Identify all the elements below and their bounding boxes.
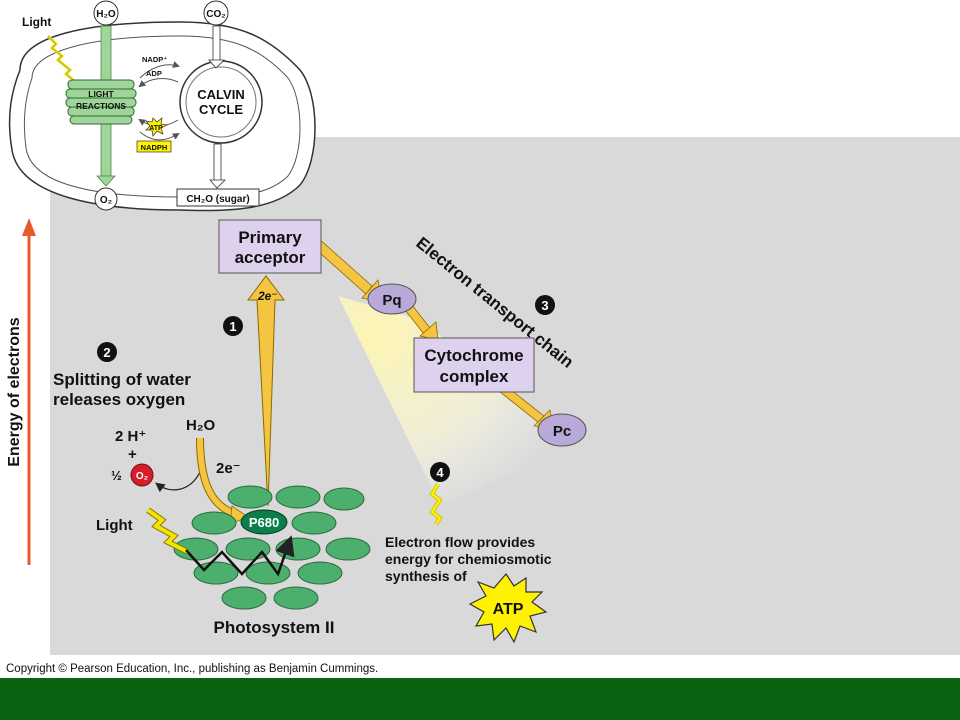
cytochrome-complex-box (413, 337, 535, 393)
inset-sugar-box (176, 188, 260, 207)
pc-oval (537, 413, 587, 447)
splitting-line1: Splitting of water (53, 370, 191, 389)
inset-h2o-circle (93, 0, 119, 26)
o2-molecule (130, 463, 154, 487)
step-1-label: 1 (229, 319, 236, 334)
photosystem-label: Photosystem II (214, 618, 335, 637)
inset-nadph-label: NADPH (141, 143, 168, 152)
inset-calvin-line1: CALVIN (197, 87, 244, 102)
electron-flow-line3: synthesis of (385, 568, 467, 584)
energy-axis-label: Energy of electrons (6, 317, 23, 466)
primary-acceptor-line2: acceptor (235, 248, 306, 267)
cytochrome-line2: complex (440, 367, 510, 386)
inset-thylakoid-stack (65, 79, 137, 125)
inset-light-reactions-line1: LIGHT (88, 89, 114, 99)
primary-acceptor-line1: Primary (238, 228, 302, 247)
step-1-badge (223, 316, 243, 336)
step-2-label: 2 (103, 345, 110, 360)
pq-label: Pq (382, 292, 401, 309)
inset-light-reactions-line2: REACTIONS (76, 101, 126, 111)
electron-flow-line2: energy for chemiosmotic (385, 551, 552, 567)
chloroplast-inner-membrane (23, 35, 301, 198)
inset-h2o-label: H₂O (96, 9, 116, 20)
inset-atp-burst (145, 117, 169, 137)
inset-atp-label: ATP (149, 125, 163, 132)
p680-oval (240, 509, 288, 535)
inset-co2-circle (203, 0, 229, 26)
arrow-to-o2 (155, 471, 201, 493)
o2-label: O₂ (136, 471, 148, 482)
inset-o2-circle (94, 187, 118, 211)
inset-calvin-line2: CYCLE (199, 102, 243, 117)
step-3-badge (535, 295, 555, 315)
chloroplast-inset: Light H₂O CO₂ LIGHT REACTIONS NADP⁺ ADP (8, 0, 316, 212)
inset-adp-label: ADP (146, 69, 162, 78)
two-h-plus-label: 2 H⁺ (115, 428, 146, 445)
inset-sugar-label: CH₂O (sugar) (186, 194, 249, 205)
step-4-label: 4 (436, 465, 444, 480)
atp-burst (468, 573, 548, 644)
two-e-lower-label: 2e⁻ (216, 460, 241, 477)
inset-co2-label: CO₂ (206, 9, 225, 20)
inset-nadph-box (136, 140, 172, 153)
footer-bar (0, 678, 960, 720)
splitting-line2: releases oxygen (53, 390, 185, 409)
copyright-text: Copyright © Pearson Education, Inc., pub… (6, 663, 379, 675)
electron-flow-line1: Electron flow provides (385, 534, 535, 550)
half-label: ½ (111, 468, 122, 483)
step-3-label: 3 (541, 298, 548, 313)
plus-sign-label: + (128, 446, 137, 463)
atp-label: ATP (493, 601, 524, 618)
pq-oval (367, 283, 417, 315)
cytochrome-line1: Cytochrome (424, 346, 523, 365)
primary-acceptor-box (218, 219, 322, 274)
energy-glow (338, 296, 580, 505)
inset-light-label: Light (22, 15, 51, 29)
step-2-badge (97, 342, 117, 362)
inset-o2-label: O₂ (100, 195, 112, 206)
excitation-path (185, 535, 295, 577)
pc-label: Pc (553, 423, 571, 440)
energy-axis (22, 218, 36, 565)
light-label: Light (96, 517, 133, 534)
arrow-p680-to-acceptor (247, 275, 285, 507)
two-e-upper-label: 2e⁻ (257, 289, 278, 303)
inset-nadp-label: NADP⁺ (142, 55, 167, 64)
h2o-label: H₂O (186, 417, 215, 434)
p680-label: P680 (249, 515, 279, 530)
step-4-badge (430, 462, 450, 482)
